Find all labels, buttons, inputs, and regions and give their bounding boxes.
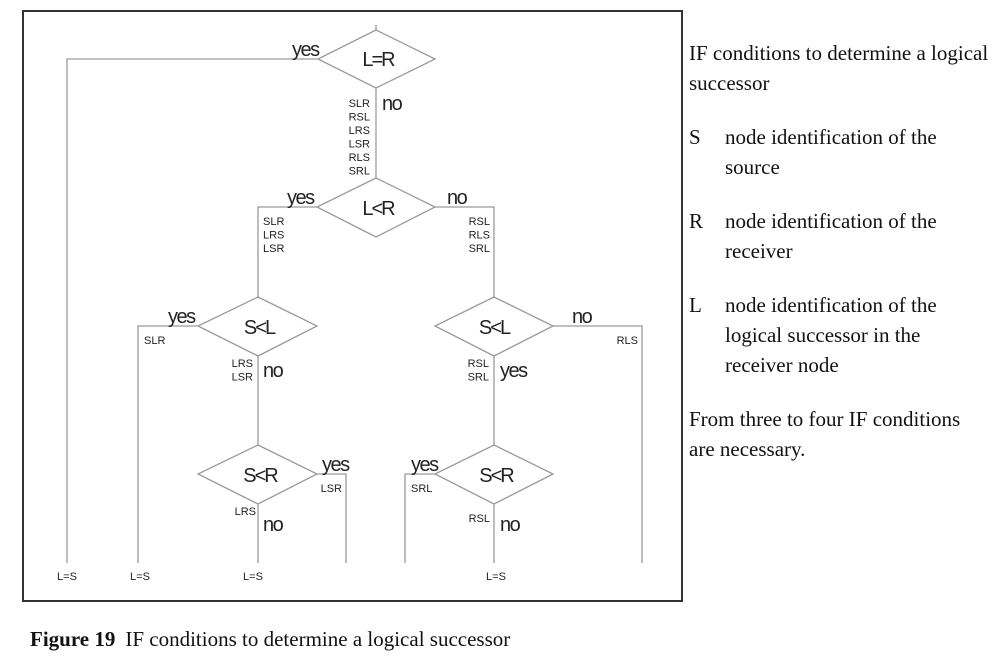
d2-yes-line	[257, 206, 317, 297]
permutation-label: LSR	[349, 139, 370, 151]
result-label: L=S	[57, 571, 77, 583]
permutation-label: LRS	[235, 506, 256, 518]
definition-symbol: L	[689, 293, 702, 317]
decision-d1: L=R	[316, 29, 437, 89]
definition-symbol: R	[689, 209, 704, 233]
result-label: L=S	[130, 571, 150, 583]
legend-panel: IF conditions to determine a logical suc…	[689, 38, 989, 488]
condition-label: S<L	[479, 317, 511, 339]
d5-yes-label: yes	[322, 454, 350, 476]
result-labels: L=S L=S L=S L=S	[57, 571, 506, 583]
d4-no-label: no	[572, 306, 593, 328]
permutation-label: RLS	[469, 230, 490, 242]
permutation-label: SRL	[469, 243, 490, 255]
diagram-frame	[22, 10, 683, 602]
permutation-label: RSL	[468, 358, 489, 370]
condition-label: L<R	[362, 198, 395, 220]
permutation-label: RLS	[349, 152, 370, 164]
legend-note: From three to four IF conditions are nec…	[689, 407, 961, 461]
d1-no-label: no	[382, 93, 403, 115]
permutation-label: SRL	[349, 166, 370, 178]
definition-text: node identification of the receiver	[725, 209, 937, 263]
condition-label: S<R	[243, 465, 278, 487]
branch-labels: yes no yes no yes no no yes yes no yes n…	[168, 39, 594, 536]
permutation-label: SRL	[411, 483, 432, 495]
permutation-label: LSR	[321, 483, 342, 495]
definition-l: L node identification of the logical suc…	[689, 290, 989, 380]
d3-yes-label: yes	[168, 306, 196, 328]
set-d5-yes: LSR	[321, 483, 342, 495]
result-label: L=S	[486, 571, 506, 583]
diamond-shape	[433, 444, 555, 505]
figure-caption: Figure 19 IF conditions to determine a lo…	[30, 627, 510, 652]
permutation-label: LSR	[263, 243, 284, 255]
permutation-label: LRS	[232, 358, 253, 370]
d6-no-label: no	[500, 514, 521, 536]
diamond-shape	[316, 29, 437, 89]
permutation-label: RLS	[617, 335, 638, 347]
decision-d4: S<L	[433, 296, 555, 357]
d2-yes-label: yes	[287, 187, 315, 209]
d6-yes-line	[404, 473, 435, 563]
legend-intro: IF conditions to determine a logical suc…	[689, 41, 989, 95]
diamond-shape	[433, 296, 555, 357]
set-d3-no: LRS LSR	[232, 358, 253, 384]
permutation-label: SLR	[144, 335, 165, 347]
d1-yes-line	[66, 58, 318, 563]
set-d6-yes: SRL	[411, 483, 432, 495]
d4-no-line	[553, 325, 643, 563]
definition-r: R node identification of the receiver	[689, 206, 989, 266]
permutation-label: SRL	[468, 372, 489, 384]
set-d3-yes: SLR	[144, 335, 165, 347]
d1-yes-label: yes	[292, 39, 320, 61]
set-d4-yes: RSL SRL	[468, 358, 489, 384]
d3-no-label: no	[263, 360, 284, 382]
definition-text: node identification of the logical succe…	[725, 293, 937, 377]
decision-d2: L<R	[315, 177, 437, 238]
d6-yes-label: yes	[411, 454, 439, 476]
set-d5-no: LRS	[235, 506, 256, 518]
permutation-label: LRS	[349, 125, 370, 137]
permutation-label: RSL	[469, 513, 490, 525]
decision-d5: S<R	[196, 444, 319, 505]
d5-no-label: no	[263, 514, 284, 536]
permutation-label: LRS	[263, 230, 284, 242]
d2-no-label: no	[447, 187, 468, 209]
permutation-label: RSL	[349, 112, 370, 124]
permutation-label: SLR	[349, 98, 370, 110]
permutation-label: SLR	[263, 216, 284, 228]
decision-d3: S<L	[196, 296, 319, 357]
d2-no-line	[435, 206, 495, 297]
diamond-shape	[196, 444, 319, 505]
d5-yes-line	[317, 473, 347, 563]
result-label: L=S	[243, 571, 263, 583]
diamond-shape	[315, 177, 437, 238]
caption-label: Figure 19	[30, 627, 116, 651]
definition-symbol: S	[689, 125, 701, 149]
condition-label: S<L	[244, 317, 276, 339]
permutation-label: RSL	[469, 216, 490, 228]
caption-text: IF conditions to determine a logical suc…	[125, 627, 511, 651]
set-d6-no: RSL	[469, 513, 490, 525]
connector-lines	[66, 25, 643, 563]
flowchart: L=R L<R S<L S<L S<R S<R yes no yes no ye…	[57, 25, 643, 583]
decision-d6: S<R	[433, 444, 555, 505]
d4-yes-label: yes	[500, 360, 528, 382]
set-d4-no: RLS	[617, 335, 638, 347]
definition-s: S node identification of the source	[689, 122, 989, 182]
condition-label: S<R	[479, 465, 514, 487]
definition-text: node identification of the source	[725, 125, 937, 179]
condition-label: L=R	[362, 49, 395, 71]
permutation-label: LSR	[232, 372, 253, 384]
diamond-shape	[196, 296, 319, 357]
permutation-sets: SLRRSLLRSLSRRLSSRLSLRLRSLSRRSLRLSSRLSLRL…	[144, 98, 638, 525]
d3-yes-line	[137, 325, 198, 563]
